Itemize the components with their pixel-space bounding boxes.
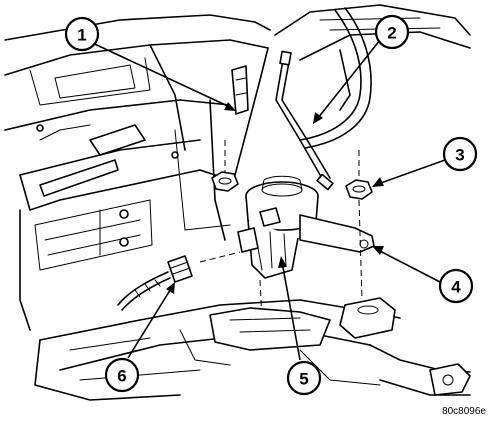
callout-1: 1 xyxy=(64,16,100,52)
callout-5: 5 xyxy=(286,360,322,396)
lower-frame xyxy=(34,297,471,401)
figure-id: 80c8096e xyxy=(442,406,486,417)
callout-1-label: 1 xyxy=(77,26,86,45)
body-panel-structure xyxy=(4,14,271,331)
vacuum-line xyxy=(275,50,334,191)
nut-left xyxy=(211,171,239,192)
actuator-component xyxy=(237,175,375,279)
callout-2: 2 xyxy=(374,14,410,50)
callout-3-label: 3 xyxy=(455,146,464,165)
callout-4: 4 xyxy=(438,268,474,304)
leader-lines xyxy=(85,39,446,361)
callout-5-label: 5 xyxy=(299,370,308,389)
wire-connector xyxy=(117,255,193,311)
callout-6: 6 xyxy=(104,357,140,393)
callout-4-label: 4 xyxy=(451,278,461,297)
nut-right xyxy=(345,179,373,200)
callout-2-label: 2 xyxy=(387,24,396,43)
upper-right-panel xyxy=(274,4,471,149)
callout-6-label: 6 xyxy=(117,367,126,386)
callout-3: 3 xyxy=(442,136,478,172)
